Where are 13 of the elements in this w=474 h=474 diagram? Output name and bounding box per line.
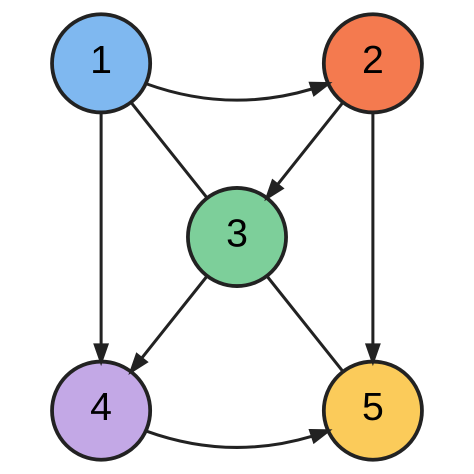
arrow (146, 429, 333, 449)
node-circle: 5 (322, 360, 424, 462)
connector (130, 102, 208, 199)
arrow (128, 275, 208, 375)
arrow (364, 113, 381, 366)
node-circle: 2 (322, 12, 424, 114)
node-circle: 3 (186, 186, 288, 288)
connector (266, 275, 344, 372)
node-circle: 1 (50, 12, 152, 114)
arrow (264, 102, 344, 202)
arrow (93, 113, 110, 366)
arrow (146, 82, 333, 102)
node-circle: 4 (50, 360, 152, 462)
